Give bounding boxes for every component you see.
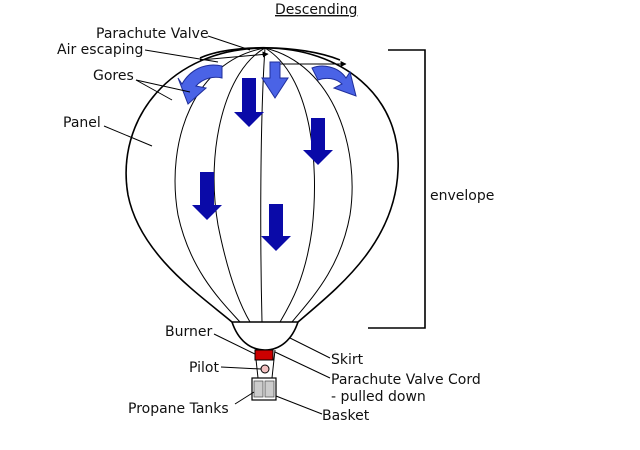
blue-down-arrow: [303, 118, 333, 165]
envelope-outline: [125, 47, 399, 323]
gore-seam: [260, 47, 266, 323]
label-panel: Panel: [63, 115, 101, 131]
label-air-escaping: Air escaping: [57, 42, 143, 58]
leader-gores: [135, 79, 173, 101]
blue-down-arrow-small: [261, 61, 289, 99]
label-cord-line2: - pulled down: [331, 389, 426, 405]
label-burner: Burner: [165, 324, 212, 340]
propane-tank: [253, 380, 264, 398]
leader-propane: [234, 391, 255, 405]
leader-skirt: [289, 337, 331, 359]
blue-down-arrow: [261, 204, 291, 251]
leader-panel: [103, 125, 153, 147]
parachute-valve-shape: [199, 46, 341, 61]
diagram-title: Descending: [275, 2, 357, 18]
leader-basket: [275, 395, 323, 415]
burner-box: [254, 349, 274, 361]
label-skirt: Skirt: [331, 352, 364, 368]
blue-down-arrow: [192, 172, 222, 220]
gore-seam: [264, 47, 316, 323]
label-pilot: Pilot: [189, 360, 219, 376]
label-parachute-valve: Parachute Valve: [96, 26, 209, 42]
air-escaping-arrow: [199, 51, 269, 61]
leader-pilot: [220, 366, 262, 370]
gore-seam: [264, 47, 353, 323]
cord-line: [271, 349, 276, 379]
leader-burner: [213, 333, 256, 355]
label-gores: Gores: [93, 68, 134, 84]
envelope-bracket: [368, 49, 426, 329]
propane-tank: [264, 380, 275, 398]
leader-air-escaping: [144, 49, 219, 63]
blue-curved-arrow-left: [177, 64, 223, 105]
blue-curved-arrow-right: [311, 65, 357, 97]
blue-down-arrow: [234, 78, 264, 127]
label-basket: Basket: [322, 408, 370, 424]
skirt: [231, 321, 299, 351]
leader-gores: [135, 79, 191, 93]
label-propane-tanks: Propane Tanks: [128, 401, 229, 417]
pilot-light: [260, 364, 270, 374]
gore-seam: [213, 47, 266, 323]
leader-cord: [274, 351, 331, 379]
balloon-envelope: [125, 46, 399, 351]
label-envelope: envelope: [430, 188, 494, 204]
label-cord-line1: Parachute Valve Cord: [331, 372, 481, 388]
leader-parachute-valve: [207, 35, 251, 51]
